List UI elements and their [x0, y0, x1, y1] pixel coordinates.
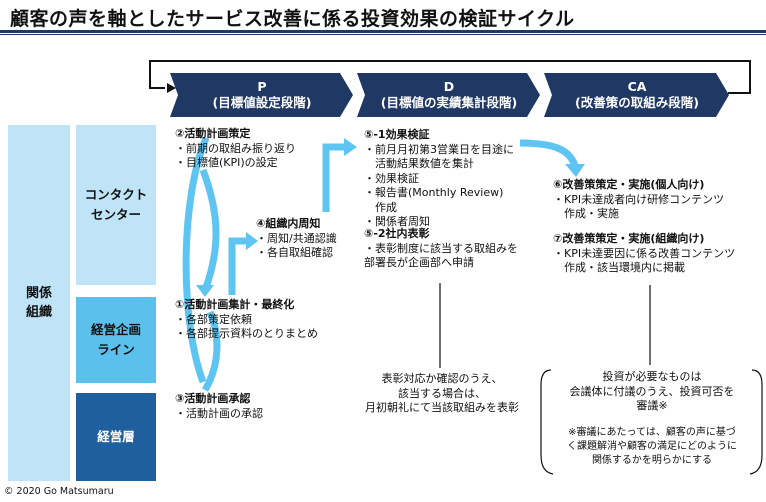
step-4-heading: ④組織内周知 [256, 217, 321, 230]
invest-footnote-line: 関係するかを明らかにする [591, 455, 713, 466]
phase-p: P (目標値設定段階) [178, 73, 346, 117]
step-5-1-heading: ⑤-1効果検証 [364, 128, 430, 141]
step-6-item: ・KPI未達成者向け研修コンテンツ [553, 192, 725, 206]
step-5-1-block: ⑤-1効果検証 ・前月月初第3営業日を目途に 活動結果数値を集計 ・効果検証 ・… [364, 128, 514, 230]
step-4-item: ・各自取組確認 [256, 246, 333, 259]
org-contact-center: コンタクト センター [76, 125, 156, 285]
loop-arrow-bottom [201, 310, 221, 392]
step-7-item: ・KPI未達要因に係る改善コンテンツ [553, 246, 736, 260]
invest-note-line: 会議体に付議のうえ、投資可否を [569, 384, 735, 398]
phase-d-chevron [357, 73, 540, 117]
step-7-heading: ⑦改善策策定・実施(組織向け) [553, 232, 705, 245]
arrow-4-to-5 [322, 143, 346, 212]
phase-ca-chevron [544, 73, 729, 117]
step-5-2-item: 部署長が企画部へ申請 [364, 256, 474, 269]
title-divider-thin [0, 34, 766, 35]
step-3-heading: ③活動計画承認 [175, 392, 251, 405]
arrow-1-to-4 [228, 237, 248, 295]
loop-arrowhead-down [196, 285, 214, 297]
award-note-line: 該当する場合は、 [398, 386, 486, 400]
title-divider [0, 30, 766, 33]
invest-note-line: 投資が必要なものは [602, 370, 702, 383]
org-planning-line: 経営企画 ライン [76, 297, 156, 383]
loop-arrow-left [182, 136, 210, 384]
step-5-1-item: 活動結果数値を集計 [364, 157, 474, 170]
phase-p-code: P [257, 79, 267, 94]
arrow-1-to-4-head [246, 232, 258, 250]
step-3-block: ③活動計画承認 ・活動計画の承認 [175, 392, 263, 421]
step-4-block: ④組織内周知 ・周知/共通認識 ・各自取組確認 [256, 217, 337, 261]
invest-bracket-right [749, 369, 763, 475]
phase-d-label: (目標値の実績集計段階) [380, 95, 518, 110]
step-5-1-item: ・効果検証 [364, 171, 419, 185]
step-5-1-item: ・報告書(Monthly Review) [364, 186, 504, 199]
step-2-item: ・目標値(KPI)の設定 [175, 156, 278, 169]
step-5-1-item: ・前月月初第3営業日を目途に [364, 142, 514, 156]
step-6-heading: ⑥改善策策定・実施(個人向け) [553, 178, 705, 191]
step-7-block: ⑦改善策策定・実施(組織向け) ・KPI未達要因に係る改善コンテンツ 作成・該当… [553, 232, 735, 276]
phase-p-chevron [170, 73, 353, 117]
step-5-2-item: ・表彰制度に該当する取組みを [364, 241, 518, 255]
arrow-5-to-6 [519, 139, 579, 168]
step-3-item: ・活動計画の承認 [175, 406, 263, 420]
phase-d-code: D [443, 79, 455, 94]
cycle-loop-line [149, 60, 751, 94]
step-2-block: ②活動計画策定 ・前期の取組み振り返り ・目標値(KPI)の設定 [175, 127, 296, 171]
invest-footnote-line: く課題解消や顧客の満足にどのように [567, 441, 737, 452]
page-title: 顧客の声を軸としたサービス改善に係る投資効果の検証サイクル [10, 8, 575, 30]
phase-ca-label: (改善策の取組み段階) [575, 95, 699, 110]
step-1-block: ①活動計画集計・最終化 ・各部策定依頼 ・各部提示資料のとりまとめ [175, 298, 318, 342]
invest-footnote-line: ※審議にあたっては、顧客の声に基づ [568, 427, 736, 438]
award-note-line: 表彰対応か確認のうえ、 [381, 372, 503, 385]
phase-d: D (目標値の実績集計段階) [365, 73, 533, 117]
org-management: 経営層 [76, 393, 156, 481]
invest-footnote: ※審議にあたっては、顧客の声に基づ く課題解消や顧客の満足にどのように 関係する… [550, 426, 754, 468]
step-5-1-item: ・関係者周知 [364, 215, 430, 228]
step-7-item: 作成・該当環境内に掲載 [553, 261, 685, 274]
invest-note-line: 審議※ [636, 399, 668, 412]
invest-bracket-left [540, 369, 554, 475]
copyright-footer: © 2020 Go Matsumaru [4, 486, 114, 497]
step-4-item: ・周知/共通認識 [256, 231, 337, 245]
org-group-label: 関係 組織 [8, 125, 70, 481]
invest-note: 投資が必要なものは 会議体に付議のうえ、投資可否を 審議※ [550, 370, 754, 414]
award-note-line: 月初朝礼にて当該取組みを表彰 [365, 401, 519, 414]
loop-arrow-right [199, 168, 220, 292]
step-1-heading: ①活動計画集計・最終化 [175, 298, 295, 311]
phase-ca: CA (改善策の取組み段階) [552, 73, 722, 117]
step-2-heading: ②活動計画策定 [175, 127, 251, 140]
cycle-loop-arrowhead [167, 83, 176, 93]
phase-p-label: (目標値設定段階) [212, 95, 312, 110]
step-6-item: 作成・実施 [553, 207, 619, 220]
arrow-4-to-5-head [344, 138, 357, 156]
award-note: 表彰対応か確認のうえ、 該当する場合は、 月初朝礼にて当該取組みを表彰 [362, 372, 522, 416]
step-5-2-heading: ⑤-2社内表彰 [364, 227, 430, 240]
step-2-item: ・前期の取組み振り返り [175, 141, 296, 155]
step-5-1-item: 作成 [364, 200, 397, 214]
arrow-5-to-6-head [565, 164, 585, 177]
phase-ca-code: CA [627, 79, 647, 94]
step-6-block: ⑥改善策策定・実施(個人向け) ・KPI未達成者向け研修コンテンツ 作成・実施 [553, 178, 724, 222]
step-1-item: ・各部提示資料のとりまとめ [175, 327, 318, 340]
step-1-item: ・各部策定依頼 [175, 312, 252, 326]
step-5-2-block: ⑤-2社内表彰 ・表彰制度に該当する取組みを 部署長が企画部へ申請 [364, 227, 518, 271]
